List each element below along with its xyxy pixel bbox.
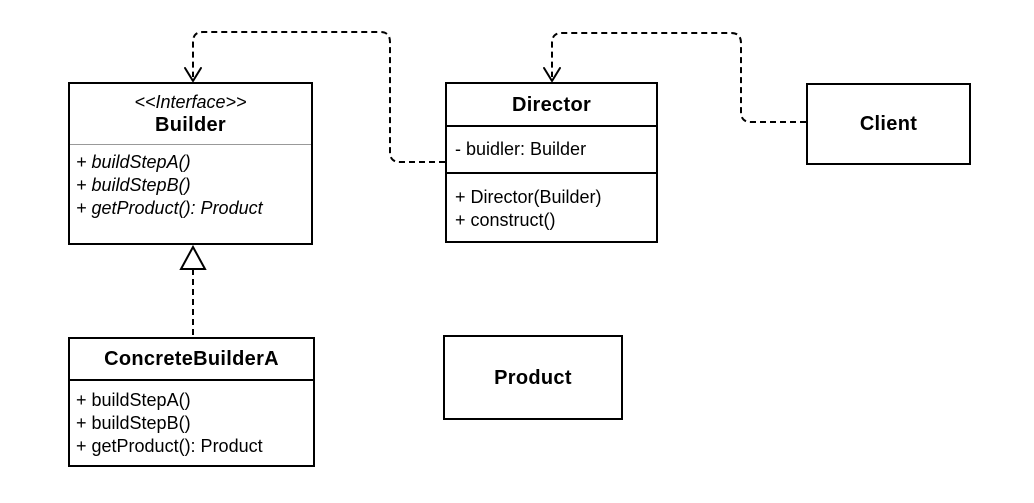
- concretebuildera-method: + buildStepA(): [76, 390, 191, 410]
- product-class-name: Product: [494, 366, 572, 389]
- realization-concretebuildera-to-builder: [179, 244, 207, 335]
- builder-method: + buildStepA(): [76, 152, 191, 172]
- dependency-dashed-line: [192, 31, 445, 163]
- director-methods-section: + Director(Builder) + construct(): [447, 174, 656, 232]
- client-class-name: Client: [859, 113, 918, 135]
- product-header: Product: [445, 337, 621, 418]
- dependency-arrowhead-icon: [543, 67, 561, 82]
- director-title-separator: [447, 125, 656, 127]
- concretebuildera-class-name: ConcreteBuilderA: [104, 348, 279, 370]
- builder-method: + getProduct(): Product: [76, 198, 263, 218]
- class-box-client: Client: [806, 83, 971, 165]
- concretebuildera-method: + buildStepB(): [76, 413, 191, 433]
- builder-methods-section: + buildStepA() + buildStepB() + getProdu…: [70, 145, 311, 220]
- dependency-director-to-builder: [184, 31, 445, 163]
- concretebuildera-method: + getProduct(): Product: [76, 436, 263, 456]
- director-class-name: Director: [511, 93, 592, 116]
- dependency-arrowhead-icon: [184, 67, 202, 82]
- builder-header: <<Interface>> Builder: [70, 84, 311, 144]
- director-header: Director: [447, 84, 656, 125]
- director-method: + Director(Builder): [455, 187, 602, 207]
- dependency-dashed-line: [551, 32, 806, 123]
- concretebuildera-header: ConcreteBuilderA: [70, 339, 313, 379]
- director-attributes-separator: [447, 172, 656, 174]
- director-attributes-section: - buidler: Builder: [447, 127, 656, 172]
- builder-stereotype: <<Interface>>: [134, 92, 247, 112]
- concretebuildera-methods-section: + buildStepA() + buildStepB() + getProdu…: [70, 381, 313, 458]
- class-box-concretebuildera: ConcreteBuilderA + buildStepA() + buildS…: [68, 337, 315, 467]
- director-method: + construct(): [455, 210, 556, 230]
- class-box-product: Product: [443, 335, 623, 420]
- concretebuildera-title-separator: [70, 379, 313, 381]
- builder-title-separator: [70, 144, 311, 145]
- class-box-director: Director - buidler: Builder + Director(B…: [445, 82, 658, 243]
- director-attribute: - buidler: Builder: [455, 139, 587, 159]
- builder-method: + buildStepB(): [76, 175, 191, 195]
- class-box-builder: <<Interface>> Builder + buildStepA() + b…: [68, 82, 313, 245]
- client-header: Client: [808, 85, 969, 163]
- builder-class-name: Builder: [155, 114, 226, 136]
- dependency-client-to-director: [543, 32, 806, 123]
- realization-arrowhead-icon: [179, 244, 207, 270]
